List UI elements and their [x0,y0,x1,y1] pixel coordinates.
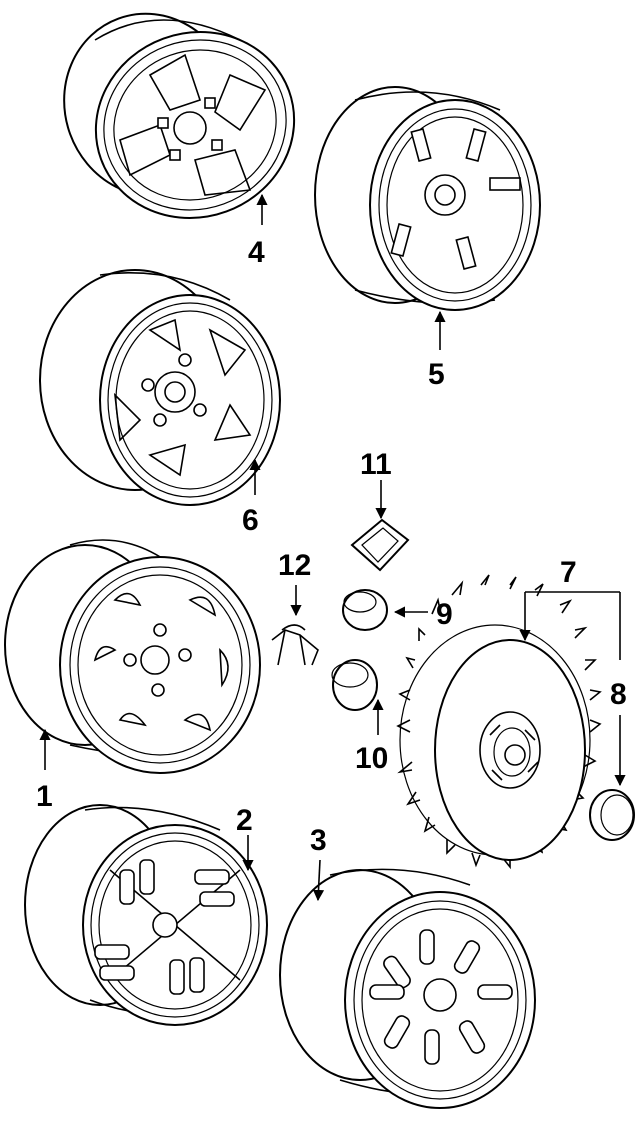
cap-9 [342,589,428,631]
wheel-2 [24,804,268,1026]
cap-10 [331,659,384,735]
label-3: 3 [310,824,327,857]
label-2: 2 [236,804,253,837]
wheel-1 [4,539,261,774]
center-cap-8 [589,715,635,841]
label-6: 6 [242,504,259,537]
label-8: 8 [610,678,627,711]
emblem-11 [350,480,410,572]
label-11: 11 [360,448,392,481]
label-7: 7 [560,556,577,589]
hubcap-7 [396,574,602,870]
wheel-5 [314,86,541,350]
label-1: 1 [36,780,53,813]
wheel-6 [39,269,281,506]
label-12: 12 [278,549,311,582]
clip-12 [271,585,319,666]
bracket-7-8 [519,591,621,660]
label-10: 10 [355,742,388,775]
label-5: 5 [428,358,445,391]
label-4: 4 [248,236,265,269]
wheel-3 [279,859,536,1109]
label-9: 9 [436,598,453,631]
wheel-4 [63,12,296,225]
